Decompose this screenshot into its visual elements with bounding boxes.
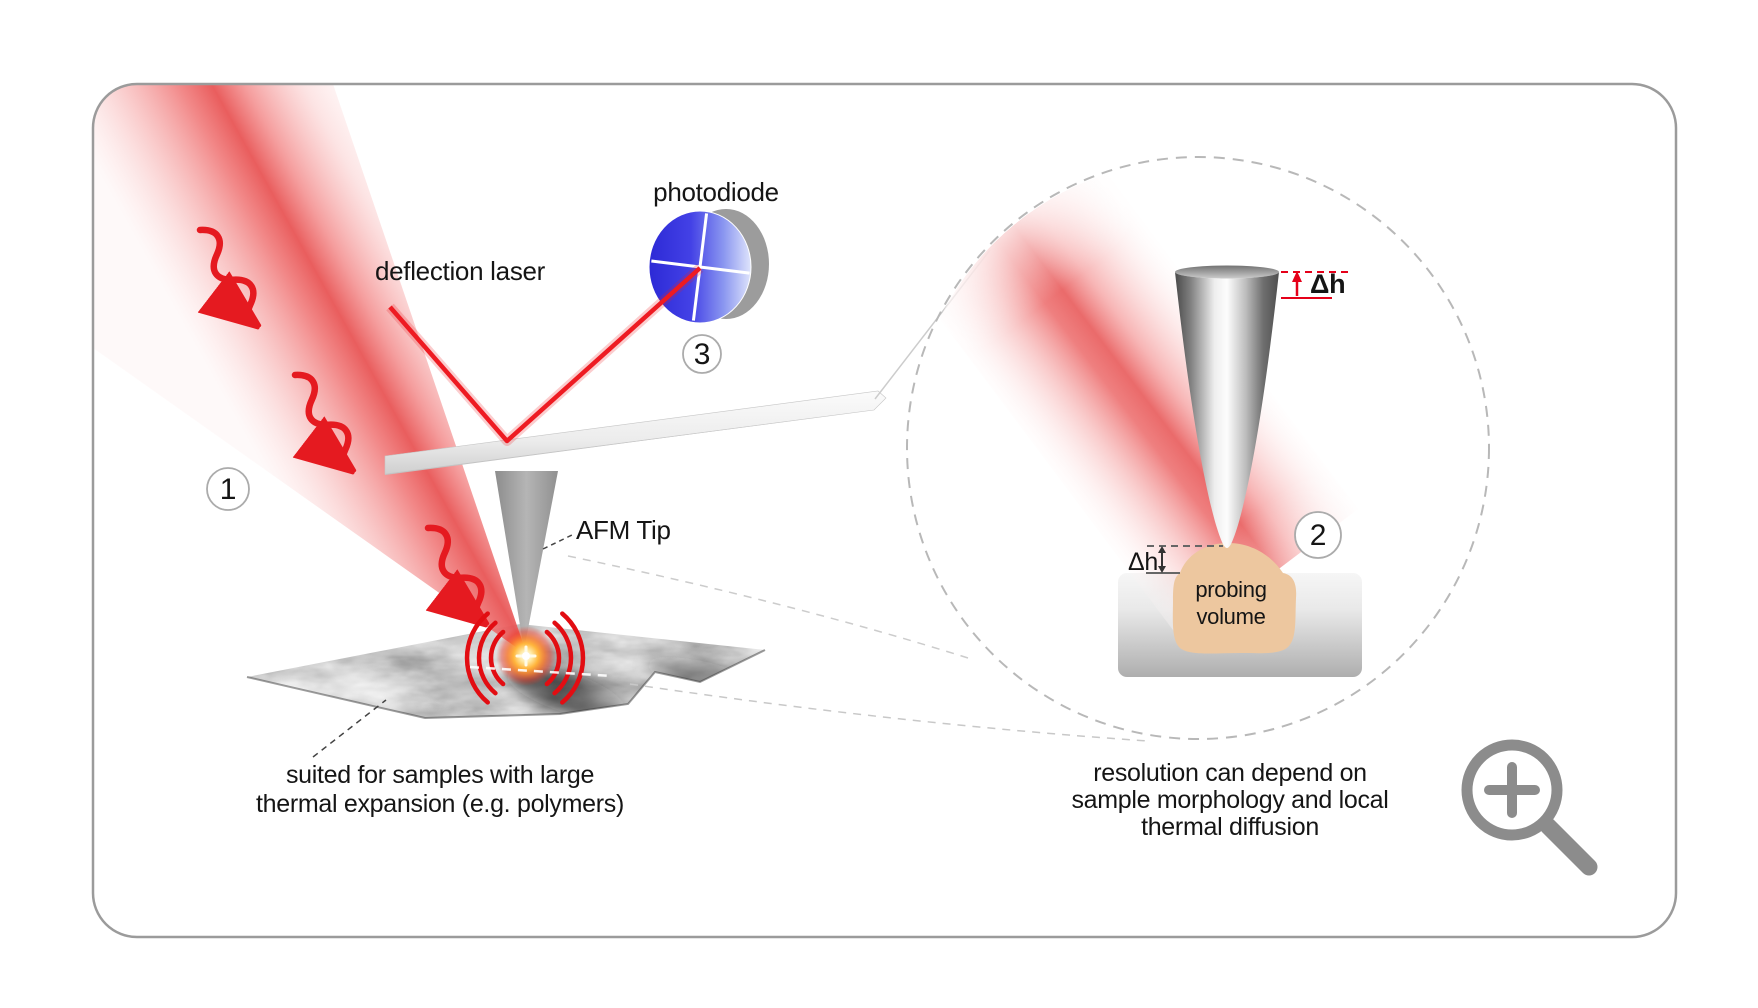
photon-wave-icon (424, 524, 495, 619)
acoustic-wave-arcs (464, 611, 586, 705)
ir-beam-detail (912, 159, 1358, 642)
step-badge-3: 3 (682, 334, 722, 374)
zoom-in-magnifier-icon (1461, 739, 1598, 876)
photodiode-label: photodiode (653, 177, 779, 207)
step-badge-1-number: 1 (220, 473, 236, 506)
step-badge-2: 2 (1294, 511, 1342, 559)
probing-volume-label: volume (1196, 604, 1265, 629)
caption-left: suited for samples with large thermal ex… (256, 761, 624, 818)
deflection-laser-label: deflection laser (375, 256, 546, 286)
photon-wave-icon (196, 226, 267, 321)
cantilever (384, 390, 887, 475)
step-badge-2-number: 2 (1310, 519, 1326, 552)
ir-photon-arrows (196, 226, 495, 619)
figure-border (91, 82, 1678, 939)
zoom-detail-circle (906, 156, 1490, 740)
caption-right-line: sample morphology and local (1071, 786, 1388, 814)
caption-right-line: thermal diffusion (1141, 813, 1319, 841)
afm-tip-label: AFM Tip (576, 515, 671, 545)
afm-tip-detail-cone (1175, 265, 1279, 548)
caption-left-line: suited for samples with large (286, 761, 594, 789)
caption-right-line: resolution can depend on (1093, 759, 1367, 787)
afm-tip-cone (495, 471, 558, 650)
tip-displacement-measure (1281, 271, 1352, 299)
photon-wave-icon (291, 371, 362, 466)
step-badge-1: 1 (206, 467, 250, 511)
ir-laser-beam (93, 84, 527, 655)
photodiode-icon (648, 209, 769, 324)
caption-left-connector (312, 699, 387, 758)
sample-expansion-measure (1146, 545, 1223, 574)
afm-tip-label-connector (542, 534, 573, 550)
deflection-laser-beam (386, 264, 704, 446)
caption-left-line: thermal expansion (e.g. polymers) (256, 790, 624, 818)
probing-volume-label: probing (1195, 577, 1266, 602)
scan-line (469, 665, 613, 678)
delta-h-tip-label: Δh (1310, 269, 1345, 299)
caption-right: resolution can depend on sample morpholo… (1071, 759, 1388, 841)
step-badge-3-number: 3 (694, 338, 710, 371)
delta-h-sample-label: Δh (1128, 548, 1158, 576)
probing-volume-region (1172, 543, 1297, 654)
